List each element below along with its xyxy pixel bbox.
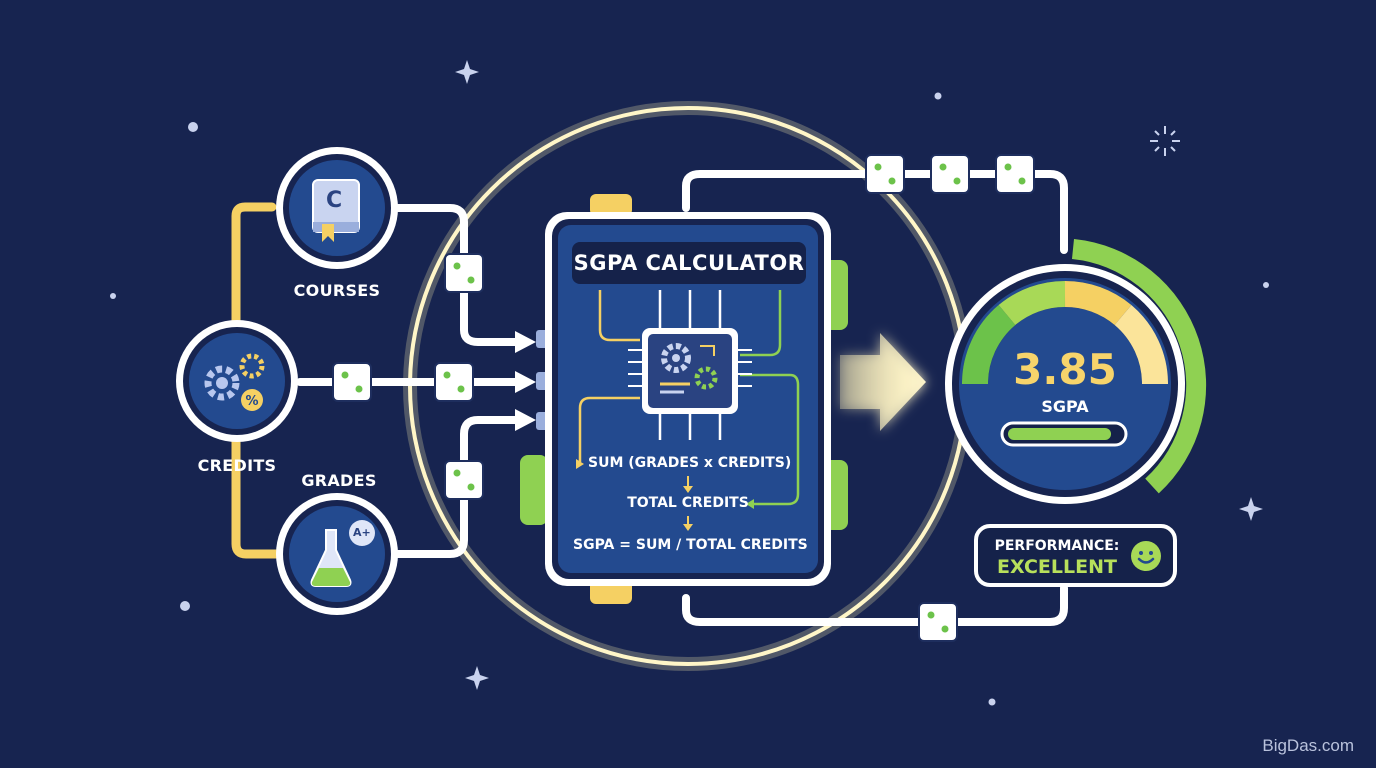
star-dot (934, 92, 942, 100)
background-stars (110, 60, 1269, 706)
gears-percent-icon: % (204, 353, 265, 411)
performance-label: PERFORMANCE: (994, 538, 1120, 554)
smile-icon (1131, 541, 1161, 571)
grades-label: GRADES (301, 471, 377, 490)
data-packets-out (865, 154, 1035, 642)
course-icon-letter: C (326, 188, 343, 213)
gauge-segment-green (961, 305, 1016, 385)
data-packet (444, 253, 484, 293)
star-dot (110, 293, 116, 299)
gauge-outer-arc (1071, 239, 1207, 494)
flask-icon (310, 520, 375, 587)
data-packets-in (332, 253, 484, 500)
sgpa-unit: SGPA (1041, 397, 1089, 416)
credits-node: % (176, 320, 298, 442)
courses-label: COURSES (293, 281, 381, 300)
cpu-gear-icon (628, 328, 752, 414)
arrow-right-icon (840, 333, 926, 431)
yellow-connector-top (231, 202, 277, 325)
formula-step-sgpa: SGPA = SUM / TOTAL CREDITS (573, 537, 808, 553)
performance-badge: PERFORMANCE: EXCELLENT (974, 524, 1177, 587)
gauge-segment-yellow (1064, 280, 1132, 326)
star-dot (988, 698, 996, 706)
star-icon (1239, 497, 1263, 521)
courses-node (276, 147, 398, 269)
formula-step-total: TOTAL CREDITS (627, 495, 749, 511)
circuit-traces (578, 290, 800, 506)
arrow-right-icon (515, 331, 536, 353)
data-packet (865, 154, 905, 194)
data-packet (995, 154, 1035, 194)
sgpa-gauge (945, 239, 1207, 504)
star-icon (455, 60, 479, 84)
data-packet (434, 362, 474, 402)
gauge-segment-lime (998, 280, 1066, 326)
watermark: BigDas.com (1262, 736, 1354, 755)
sgpa-value: 3.85 (1013, 345, 1117, 394)
book-icon (312, 179, 360, 242)
grades-node (276, 493, 398, 615)
star-icon (465, 666, 489, 690)
input-arrowheads (515, 331, 536, 431)
credits-label: CREDITS (197, 456, 277, 475)
star-dot (188, 122, 198, 132)
yellow-connector-bottom (231, 435, 283, 559)
star-dot (1263, 282, 1269, 288)
arrow-right-icon (515, 409, 536, 431)
data-packet (444, 460, 484, 500)
arrow-right-icon (515, 371, 536, 393)
performance-value: EXCELLENT (997, 556, 1117, 578)
star-dot (180, 601, 190, 611)
calculator-panel (520, 194, 848, 604)
formula-arrows (576, 459, 754, 531)
data-packet (918, 602, 958, 642)
data-packet (930, 154, 970, 194)
calculator-title: SGPA CALCULATOR (572, 242, 806, 284)
grade-icon-text: A+ (353, 526, 371, 539)
sparkle-icon (1150, 126, 1180, 156)
progress-fill (1008, 428, 1112, 440)
formula-step-sum: SUM (GRADES x CREDITS) (588, 455, 792, 471)
svg-text:%: % (245, 394, 258, 409)
data-packet (332, 362, 372, 402)
gauge-segment-light (1114, 305, 1169, 385)
